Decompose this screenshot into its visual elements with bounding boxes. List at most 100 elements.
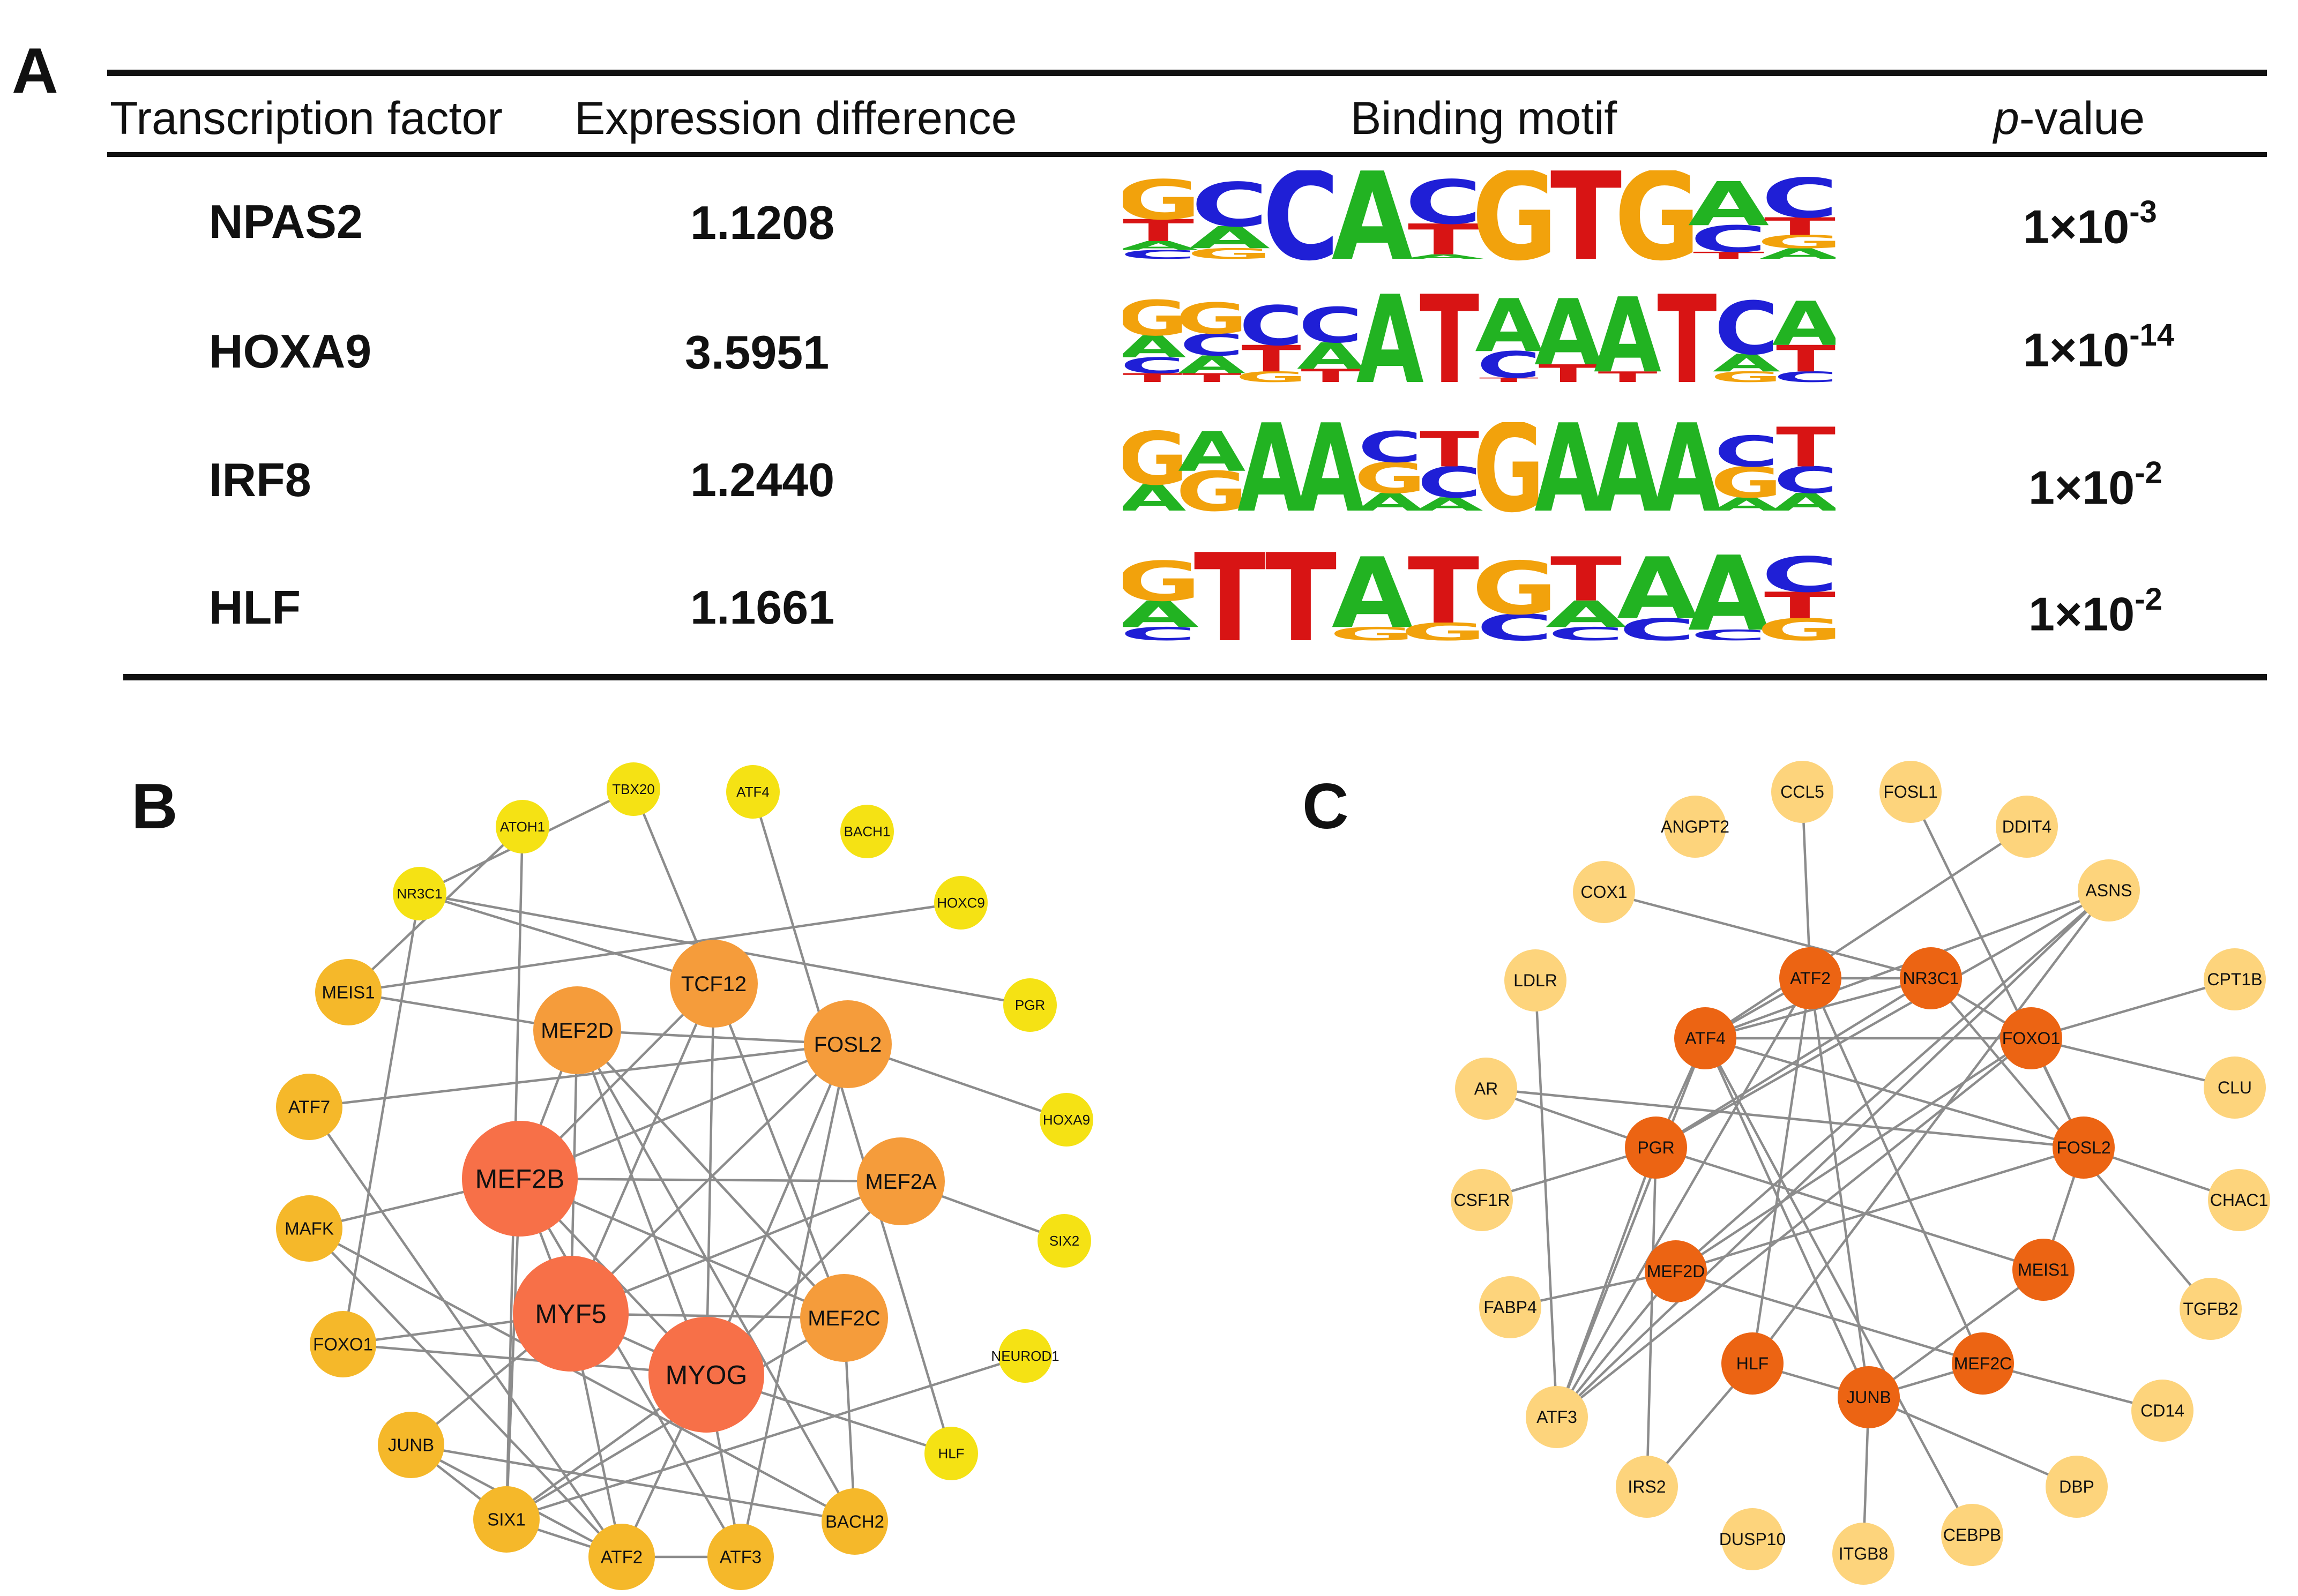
node-label: JUNB: [388, 1435, 434, 1455]
node-label: DDIT4: [2002, 817, 2051, 836]
node-atoh1: ATOH1: [496, 800, 549, 853]
motif-letter-C: C: [1191, 170, 1269, 241]
motif-letter-C: C: [1417, 458, 1482, 507]
motif-letter-T: T: [1420, 422, 1479, 478]
node-circle: [934, 876, 988, 930]
table-bottom-rule: [123, 674, 2267, 680]
node-atf3: ATF3: [707, 1524, 774, 1590]
node-label: BACH1: [844, 823, 891, 840]
node-cd14: CD14: [2131, 1380, 2193, 1442]
motif-letter-A: A: [1237, 422, 1305, 513]
motif-letter-G: G: [1329, 624, 1415, 643]
edge-atf2-hlf: [1751, 978, 1812, 1364]
node-meis1: MEIS1: [2012, 1239, 2075, 1301]
motif-letter-A: A: [1123, 593, 1199, 635]
row-3-p-base: 1×10: [2028, 461, 2135, 514]
motif-letter-C: C: [1405, 170, 1482, 238]
node-label: FOSL1: [1883, 782, 1937, 801]
node-pgr: PGR: [1003, 978, 1057, 1032]
edge-mef2d-atf3: [1556, 1270, 1677, 1418]
node-circle: [1504, 949, 1566, 1011]
node-label: AR: [1474, 1079, 1498, 1098]
row-2-p-value: 1×10-14: [2023, 320, 2174, 373]
node-junb: JUNB: [378, 1412, 444, 1478]
motif-letter-T: T: [1182, 371, 1242, 385]
header-p-rest: -value: [2019, 93, 2145, 144]
node-circle: [1674, 1007, 1736, 1069]
row-4-tf: HLF: [209, 581, 301, 634]
node-mafk: MAFK: [276, 1195, 342, 1262]
motif-letter-A: A: [1123, 239, 1199, 253]
motif-letter-T: T: [1241, 338, 1301, 380]
node-nr3c1: NR3C1: [393, 867, 446, 920]
node-dbp: DBP: [2046, 1456, 2108, 1518]
node-mef2a: MEF2A: [857, 1137, 945, 1225]
motif-letter-C: C: [1690, 218, 1767, 260]
node-label: IRS2: [1628, 1477, 1666, 1496]
node-ar: AR: [1455, 1058, 1517, 1120]
motif-letter-G: G: [1176, 294, 1248, 343]
node-label: MEF2D: [541, 1019, 614, 1043]
node-label: ASNS: [2085, 881, 2132, 900]
node-label: MEIS1: [322, 983, 375, 1002]
node-label: CHAC1: [2210, 1190, 2268, 1210]
motif-letter-A: A: [1123, 329, 1186, 364]
edge-mef2d-myog: [576, 1030, 708, 1375]
edge-asns-mef2d: [1675, 889, 2110, 1272]
node-six1: SIX1: [473, 1486, 540, 1553]
row-3-tf: IRF8: [209, 453, 311, 506]
node-atf7: ATF7: [276, 1074, 342, 1140]
node-label: MEF2C: [1954, 1354, 2012, 1373]
motif-letter-C: C: [1714, 294, 1779, 371]
node-circle: [276, 1074, 342, 1140]
node-label: ATF2: [1790, 969, 1831, 988]
node-clu: CLU: [2204, 1056, 2266, 1119]
node-ddit4: DDIT4: [1996, 796, 2058, 858]
node-label: DBP: [2059, 1477, 2094, 1496]
node-mef2d: MEF2D: [533, 986, 621, 1074]
node-circle: [533, 986, 621, 1074]
node-circle: [840, 805, 894, 858]
motif-letter-T: T: [1550, 552, 1622, 615]
node-label: HLF: [938, 1445, 964, 1462]
node-label: ATF7: [288, 1097, 330, 1117]
node-circle: [2053, 1117, 2115, 1179]
row-1-p-value: 1×10-3: [2023, 197, 2157, 253]
motif-letter-T: T: [1408, 552, 1479, 643]
node-label: BACH2: [825, 1512, 884, 1532]
header-expression-difference: Expression difference: [574, 93, 1017, 144]
motif-letter-C: C: [1477, 344, 1541, 385]
motif-letter-C: C: [1619, 612, 1696, 643]
motif-letter-G: G: [1123, 294, 1188, 347]
table-header-rule: [107, 152, 2267, 157]
node-itgb8: ITGB8: [1832, 1523, 1894, 1585]
node-label: MEIS1: [2018, 1260, 2069, 1279]
node-circle: [1838, 1366, 1900, 1428]
node-atf2: ATF2: [1779, 947, 1841, 1009]
motif-letter-T: T: [1301, 365, 1360, 385]
motif-letter-C: C: [1180, 327, 1244, 363]
node-atf4: ATF4: [726, 765, 780, 819]
motif-letter-G: G: [1176, 460, 1248, 513]
node-circle: [1721, 1332, 1784, 1395]
node-asns: ASNS: [2078, 859, 2140, 921]
motif-letter-T: T: [1598, 369, 1658, 385]
motif-letter-A: A: [1534, 294, 1602, 385]
node-circle: [462, 1121, 578, 1237]
node-circle: [2204, 948, 2266, 1010]
node-circle: [496, 800, 549, 853]
motif-letter-G: G: [1472, 170, 1558, 261]
motif-letter-G: G: [1614, 170, 1700, 261]
node-circle: [1721, 1508, 1784, 1570]
node-junb: JUNB: [1838, 1366, 1900, 1428]
header-transcription-factor: Transcription factor: [110, 93, 503, 144]
node-circle: [1771, 761, 1833, 823]
row-1-p-base: 1×10: [2023, 200, 2130, 253]
motif-letter-G: G: [1235, 369, 1307, 385]
edge-atf7-fosl2: [309, 1043, 848, 1108]
motif-letter-A: A: [1688, 170, 1769, 239]
node-label: ATF4: [1685, 1029, 1726, 1048]
edge-nr3c1-tcf12: [419, 892, 714, 985]
motif-letter-A: A: [1594, 294, 1661, 385]
node-fosl2: FOSL2: [2053, 1117, 2115, 1179]
